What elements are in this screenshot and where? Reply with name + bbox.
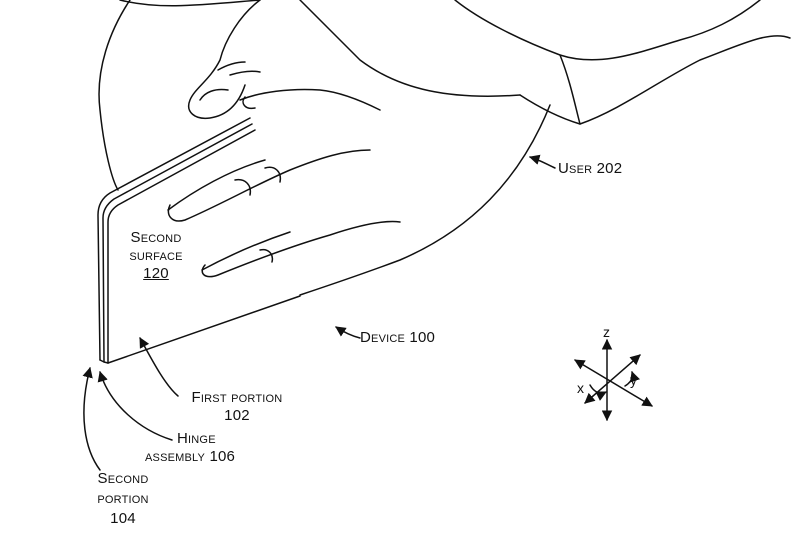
hand-back	[119, 0, 261, 7]
label-hinge-line1: Hinge	[177, 430, 216, 447]
label-second-portion-line2: portion	[97, 490, 149, 507]
label-device-ref: 100	[409, 329, 436, 346]
label-hinge-ref: 106	[209, 448, 236, 465]
palm-lower	[299, 104, 551, 296]
label-first-portion: First portion 102	[178, 389, 296, 425]
thumb	[188, 0, 261, 120]
sleeve-cuff	[559, 35, 791, 125]
axis-y-label: y	[630, 372, 637, 388]
label-device: Device 100	[360, 329, 435, 347]
label-user-name: User	[558, 160, 593, 177]
device-edge-inner	[107, 129, 256, 364]
label-user: User 202	[558, 160, 622, 178]
leader-user	[528, 154, 556, 169]
leader-hinge	[97, 370, 173, 441]
label-hinge-assembly: Hinge assembly 106	[145, 430, 265, 466]
leader-device	[335, 326, 361, 339]
label-second-surface: Second surface 120	[118, 229, 194, 283]
device-edge-outer	[97, 117, 251, 361]
ring-finger	[201, 220, 401, 278]
axis-x-label: x	[577, 380, 584, 396]
axis-y-rotation	[624, 371, 640, 387]
wrist	[519, 94, 581, 125]
label-second-portion-line1: Second	[97, 470, 149, 487]
leader-second-portion	[82, 366, 101, 471]
leader-first-portion	[139, 337, 179, 397]
label-first-portion-ref: 102	[224, 407, 250, 424]
label-second-portion-ref: 104	[110, 510, 136, 527]
middle-finger	[167, 149, 371, 222]
label-second-portion: Second portion 104	[84, 469, 162, 529]
sleeve-outline	[454, 0, 761, 61]
axis-y	[584, 354, 641, 404]
device-lower-edge	[107, 295, 301, 364]
index-finger	[239, 88, 381, 111]
label-device-name: Device	[360, 329, 406, 346]
label-user-ref: 202	[596, 160, 623, 177]
label-second-surface-line2: surface	[129, 247, 183, 264]
label-second-surface-ref: 120	[143, 265, 169, 282]
label-second-surface-line1: Second	[130, 229, 182, 246]
label-hinge-line2: assembly	[145, 448, 206, 465]
hand-outline	[98, 0, 131, 191]
device-edge-mid	[102, 123, 253, 363]
axis-x-rotation	[589, 384, 607, 401]
axis-z-label: z	[603, 324, 610, 340]
label-first-portion-line1: First portion	[191, 389, 283, 406]
axis-x	[574, 359, 653, 407]
